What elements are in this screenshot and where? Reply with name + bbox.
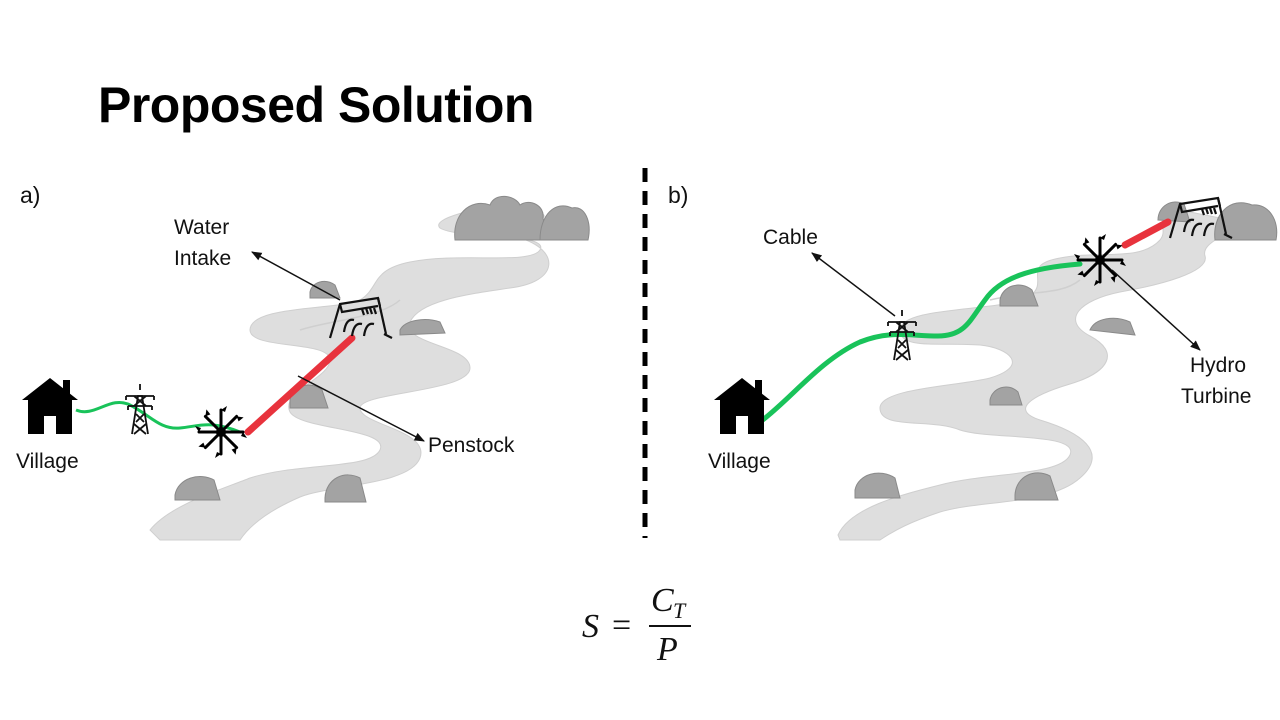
village-label-a: Village [16,450,79,473]
equation-equals: = [612,607,631,644]
rock-icon [854,201,1278,501]
page-title: Proposed Solution [98,77,534,133]
panel-b-label: b) [668,182,688,208]
equation-denominator: P [656,631,678,668]
water-intake-label-2: Intake [174,247,231,270]
house-icon [714,378,770,434]
penstock-pipe-b [1121,218,1172,249]
turbine-icon [193,404,249,460]
equation-lhs: S [582,608,599,645]
rock-icon [174,195,590,503]
cable-a [75,401,241,434]
cable-b [757,261,1083,425]
equation-numerator-subscript: T [673,598,687,623]
hydro-turbine-label-2: Turbine [1181,385,1251,408]
penstock-label: Penstock [428,434,515,457]
cable-label: Cable [763,226,818,249]
river-b [837,209,1233,541]
panel-a-label: a) [20,182,40,208]
penstock-pipe-a [244,334,356,436]
equation: S = C T P [582,582,691,668]
house-icon [22,378,78,434]
transmission-tower-icon [125,383,155,435]
panel-a: a) Water Intake Penstock Village [16,182,590,541]
village-label-b: Village [708,450,771,473]
water-intake-label: Water [174,216,229,239]
hydro-turbine-label: Hydro [1190,354,1246,377]
equation-numerator: C [651,582,674,619]
panel-b: b) Cable Hydro Turbine Village [668,182,1278,541]
